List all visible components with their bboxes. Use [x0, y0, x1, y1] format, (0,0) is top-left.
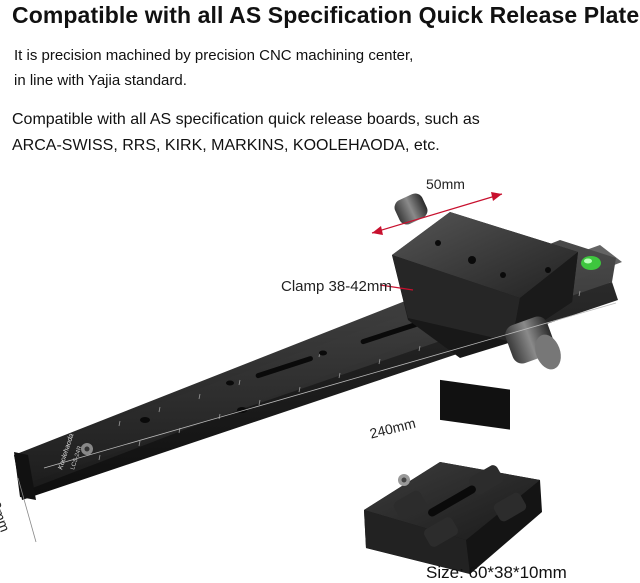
machining-description: It is precision machined by precision CN…	[14, 43, 413, 93]
bubble-level	[581, 256, 601, 270]
clamp-knob-lower	[505, 316, 561, 370]
compatibility-description: Compatible with all AS specification qui…	[12, 107, 480, 159]
headline: Compatible with all AS Specification Qui…	[12, 2, 640, 28]
clamp-knob-upper	[394, 193, 428, 225]
compat-line-2: ARCA-SWISS, RRS, KIRK, MARKINS, KOOLEHAO…	[12, 137, 440, 154]
dimension-lines	[17, 192, 617, 543]
clamp-range-label: Clamp 38-42mm	[281, 278, 392, 295]
quick-release-clamp	[392, 212, 578, 430]
compat-line-1: Compatible with all AS specification qui…	[12, 111, 480, 128]
plate-size-label: Size: 60*38*10mm	[426, 563, 567, 582]
machining-line-1: It is precision machined by precision CN…	[14, 47, 414, 64]
quick-release-plate	[364, 462, 542, 574]
machining-line-2: in line with Yajia standard.	[14, 72, 187, 89]
clamp-width-label: 50mm	[426, 176, 465, 192]
